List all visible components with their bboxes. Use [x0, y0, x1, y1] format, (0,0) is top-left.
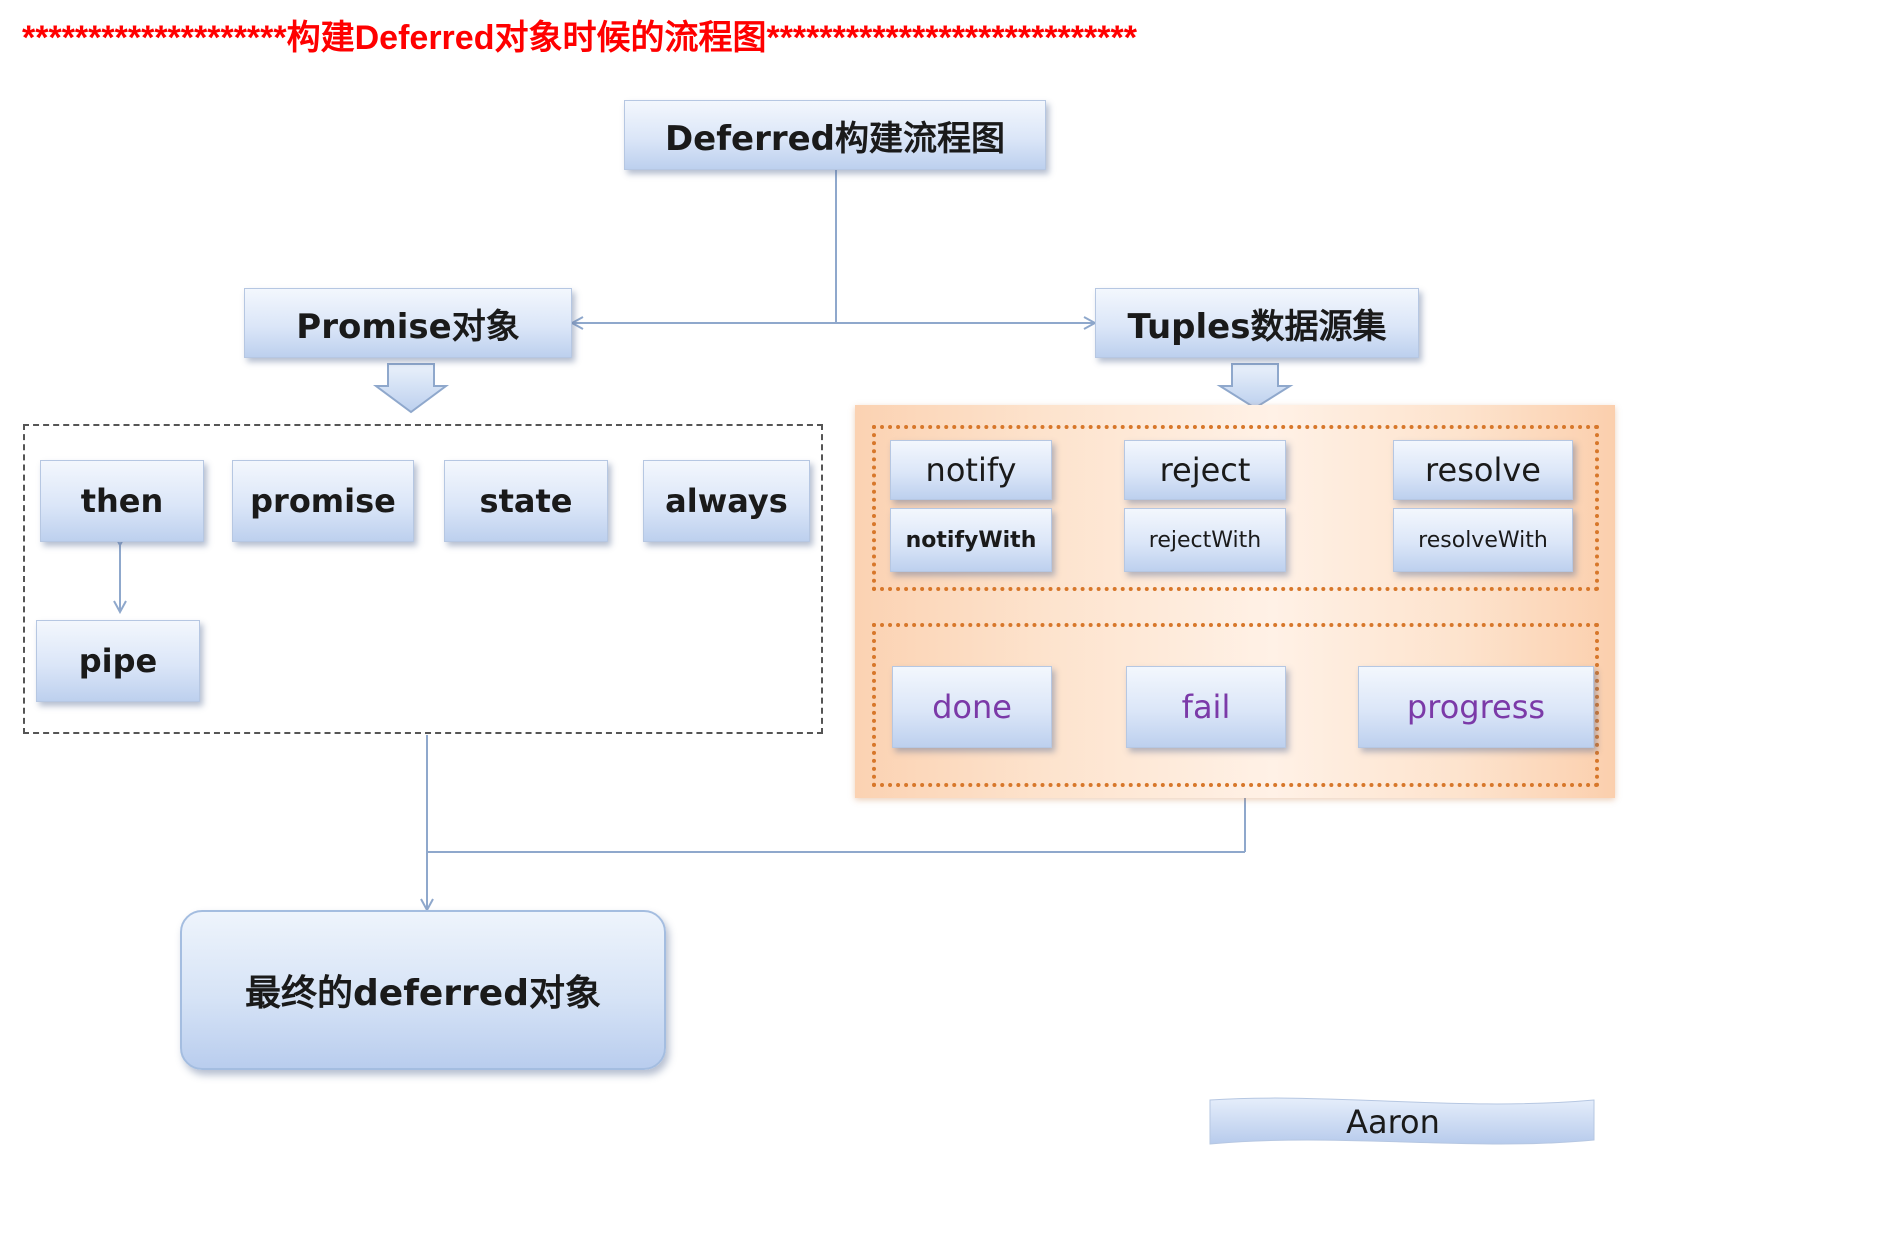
final-deferred-label: 最终的deferred对象: [245, 973, 601, 1014]
method-then-label: then: [80, 482, 164, 520]
callback-fail-label: fail: [1181, 688, 1231, 726]
action-reject-with: rejectWith: [1124, 508, 1286, 572]
method-always: always: [643, 460, 810, 542]
callback-done-label: done: [932, 688, 1012, 726]
action-resolve: resolve: [1393, 440, 1573, 500]
promise-object-label: Promise对象: [296, 306, 520, 347]
method-promise-label: promise: [250, 482, 396, 520]
method-promise: promise: [232, 460, 414, 542]
root-node: Deferred构建流程图: [624, 100, 1046, 170]
action-reject: reject: [1124, 440, 1286, 500]
callback-progress: progress: [1358, 666, 1594, 748]
tuples-down-arrow: [1216, 363, 1294, 410]
tuples-actions-group: [872, 425, 1599, 591]
action-notify: notify: [890, 440, 1052, 500]
tuples-set-node: Tuples数据源集: [1095, 288, 1419, 358]
promise-object-node: Promise对象: [244, 288, 572, 358]
root-node-label: Deferred构建流程图: [664, 118, 1006, 159]
page-heading: ********************构建Deferred对象时候的流程图**…: [22, 19, 1137, 57]
callback-fail: fail: [1126, 666, 1286, 748]
tuples-set-label: Tuples数据源集: [1127, 306, 1387, 347]
action-notify-label: notify: [925, 451, 1017, 489]
action-notify-with: notifyWith: [890, 508, 1052, 572]
method-then: then: [40, 460, 204, 542]
action-resolve-with-label: resolveWith: [1418, 527, 1548, 553]
promise-methods-group: [23, 424, 823, 734]
method-state-label: state: [479, 482, 573, 520]
tuples-callbacks-group: [872, 623, 1599, 787]
promise-down-arrow: [372, 363, 450, 414]
author-label: Aaron: [1346, 1103, 1440, 1141]
callback-done: done: [892, 666, 1052, 748]
method-pipe: pipe: [36, 620, 200, 702]
action-resolve-with: resolveWith: [1393, 508, 1573, 572]
action-resolve-label: resolve: [1425, 451, 1541, 489]
author-banner: [1209, 1097, 1595, 1145]
action-reject-label: reject: [1159, 451, 1251, 489]
action-notify-with-label: notifyWith: [905, 527, 1037, 553]
method-state: state: [444, 460, 608, 542]
final-deferred-node: 最终的deferred对象: [180, 910, 666, 1070]
action-reject-with-label: rejectWith: [1148, 527, 1262, 553]
callback-progress-label: progress: [1406, 688, 1546, 726]
method-always-label: always: [665, 482, 788, 520]
method-pipe-label: pipe: [78, 642, 158, 680]
